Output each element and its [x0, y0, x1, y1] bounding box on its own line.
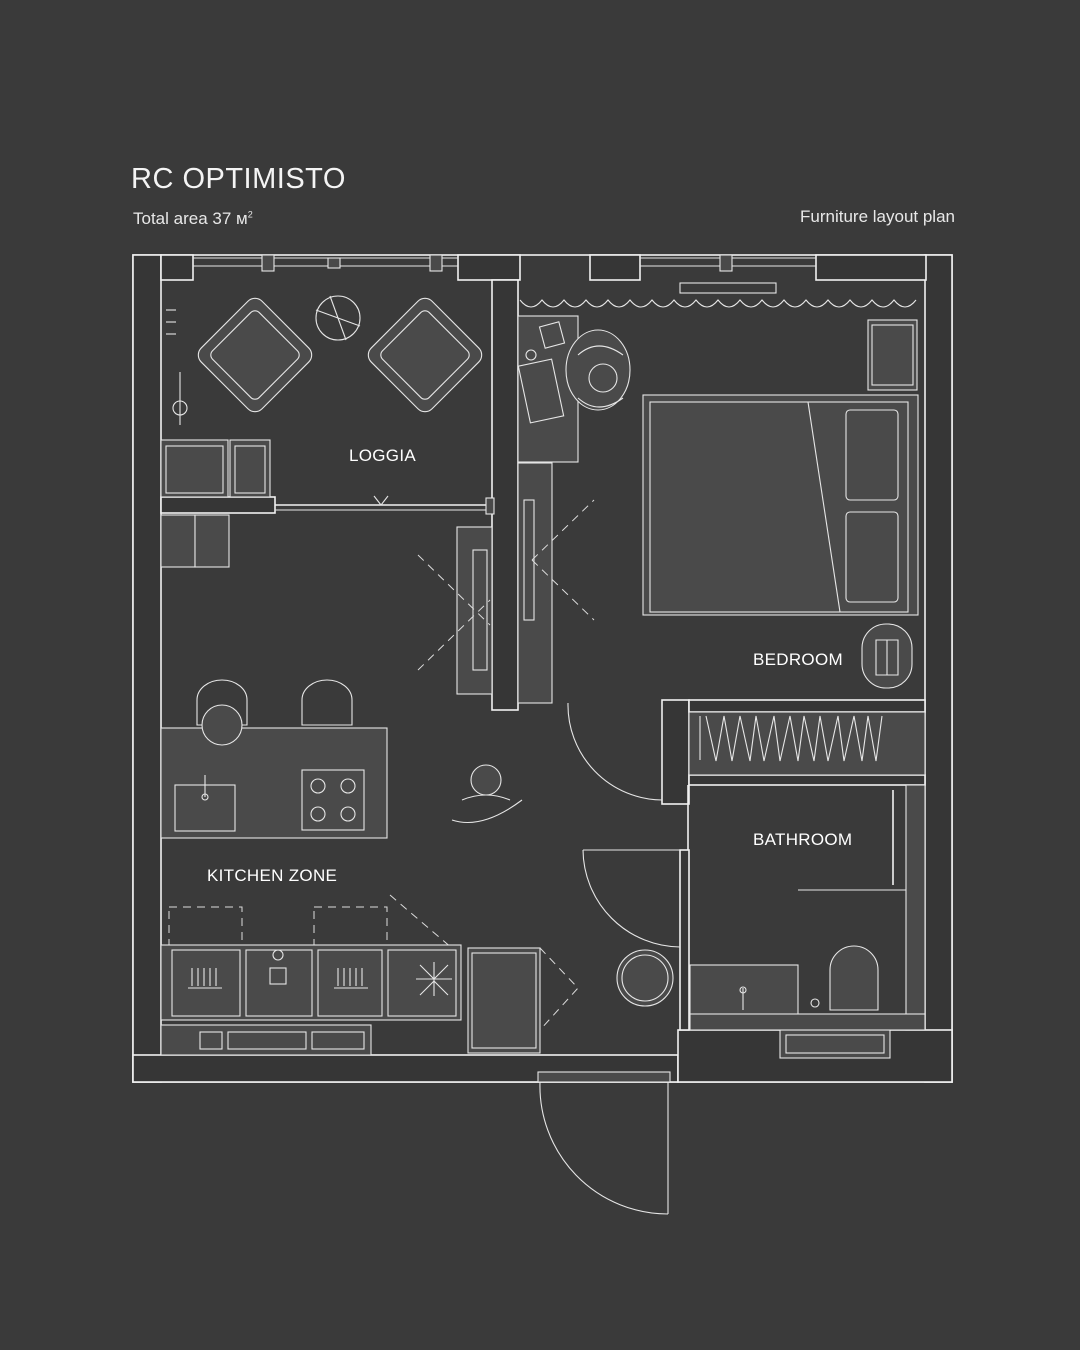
- room-label-bedroom: BEDROOM: [753, 650, 843, 669]
- hall-wardrobe: [417, 462, 595, 704]
- loggia-armchairs: [197, 295, 483, 413]
- windows: [193, 254, 816, 294]
- bathroom-fixtures: [687, 784, 926, 1059]
- loggia-sliding-door: [275, 495, 495, 515]
- kitchen-island: [160, 679, 523, 839]
- kitchen-counter: [160, 894, 579, 1056]
- plan-title: RC OPTIMISTO: [131, 163, 346, 195]
- interior-doors: [567, 702, 681, 948]
- entrance-door: [537, 1071, 671, 1215]
- desk-workplace: [517, 315, 631, 463]
- clothes-rack: [688, 711, 926, 776]
- round-table: [616, 949, 674, 1007]
- room-label-kitchen: KITCHEN ZONE: [207, 866, 337, 885]
- walls: [132, 254, 953, 1083]
- room-label-loggia: LOGGIA: [349, 446, 416, 465]
- curtain: [519, 299, 917, 308]
- room-label-bathroom: BATHROOM: [753, 830, 852, 849]
- bedroom-furniture: [642, 319, 919, 689]
- plan-subtitle: Furniture layout plan: [800, 207, 955, 226]
- total-area-label: Total area 37 м2: [133, 209, 253, 228]
- loggia-storage: [160, 309, 271, 568]
